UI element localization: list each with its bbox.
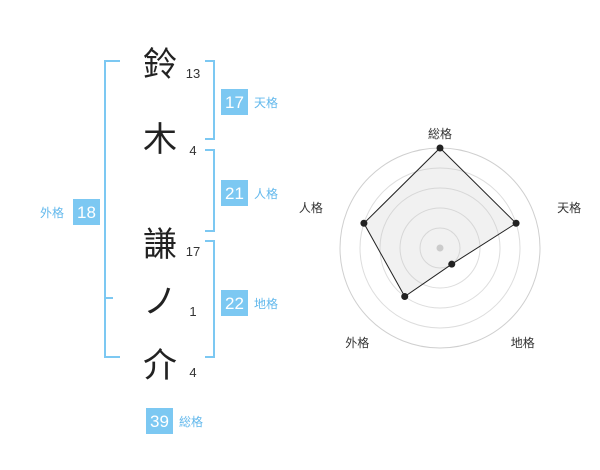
- radar-polygon: [363, 147, 517, 298]
- radar-axis-label-3: 地格: [511, 335, 535, 350]
- soukaku-value-box: [146, 408, 173, 434]
- brackets: [104, 60, 215, 358]
- name-char-2: 木: [143, 120, 177, 160]
- chikaku-value-box: [221, 290, 248, 316]
- gaikaku-bracket: [104, 60, 120, 358]
- tenkaku-value-box: [221, 89, 248, 115]
- radar-ring-2: [399, 207, 481, 289]
- name-char-3: 謙: [143, 225, 177, 265]
- gaikaku-value: 18: [77, 203, 96, 222]
- radar-point-3: [448, 260, 456, 268]
- radar-point-2: [512, 219, 520, 227]
- jinkaku-bracket: [205, 149, 215, 232]
- name-char-4: ノ: [143, 282, 177, 322]
- radar-ring-3: [379, 187, 501, 309]
- radar-axis-label-2: 天格: [557, 200, 581, 215]
- stroke-count-3: 17: [186, 244, 200, 259]
- stroke-count-2: 4: [189, 143, 196, 158]
- tenkaku-bracket: [205, 60, 215, 140]
- tenkaku-value: 17: [225, 93, 244, 112]
- radar-center-dot: [436, 244, 444, 252]
- radar-point-1: [436, 144, 444, 152]
- radar-axis-label-4: 外格: [345, 335, 369, 350]
- name-column: 鈴 13 木 4 謙 17 ノ 1 介 4: [143, 45, 200, 386]
- stroke-count-4: 1: [189, 304, 196, 319]
- radar-axis-label-5: 人格: [299, 200, 323, 215]
- tenkaku-badge: 17 天格: [221, 89, 278, 115]
- gaikaku-badge: 外格 18: [40, 199, 100, 225]
- radar-ring-4: [359, 167, 521, 329]
- gaikaku-value-box: [73, 199, 100, 225]
- soukaku-badge: 39 総格: [146, 408, 203, 434]
- chikaku-bracket: [205, 240, 215, 358]
- radar-point-5: [360, 219, 368, 227]
- radar-ring-1: [419, 227, 461, 269]
- name-char-1: 鈴: [143, 45, 177, 85]
- radar-axis-label-1: 総格: [428, 126, 452, 141]
- jinkaku-value: 21: [225, 184, 244, 203]
- tenkaku-label: 天格: [254, 95, 278, 110]
- jinkaku-badge: 21 人格: [221, 180, 278, 206]
- radar-point-4: [401, 293, 409, 301]
- chikaku-label: 地格: [254, 296, 278, 311]
- soukaku-value: 39: [150, 412, 169, 431]
- stroke-count-5: 4: [189, 365, 196, 380]
- name-char-5: 介: [143, 346, 177, 386]
- chikaku-badge: 22 地格: [221, 290, 278, 316]
- jinkaku-value-box: [221, 180, 248, 206]
- soukaku-label: 総格: [179, 414, 203, 429]
- jinkaku-label: 人格: [254, 186, 278, 201]
- stroke-count-1: 13: [186, 66, 200, 81]
- gaikaku-label: 外格: [40, 205, 64, 220]
- chikaku-value: 22: [225, 294, 244, 313]
